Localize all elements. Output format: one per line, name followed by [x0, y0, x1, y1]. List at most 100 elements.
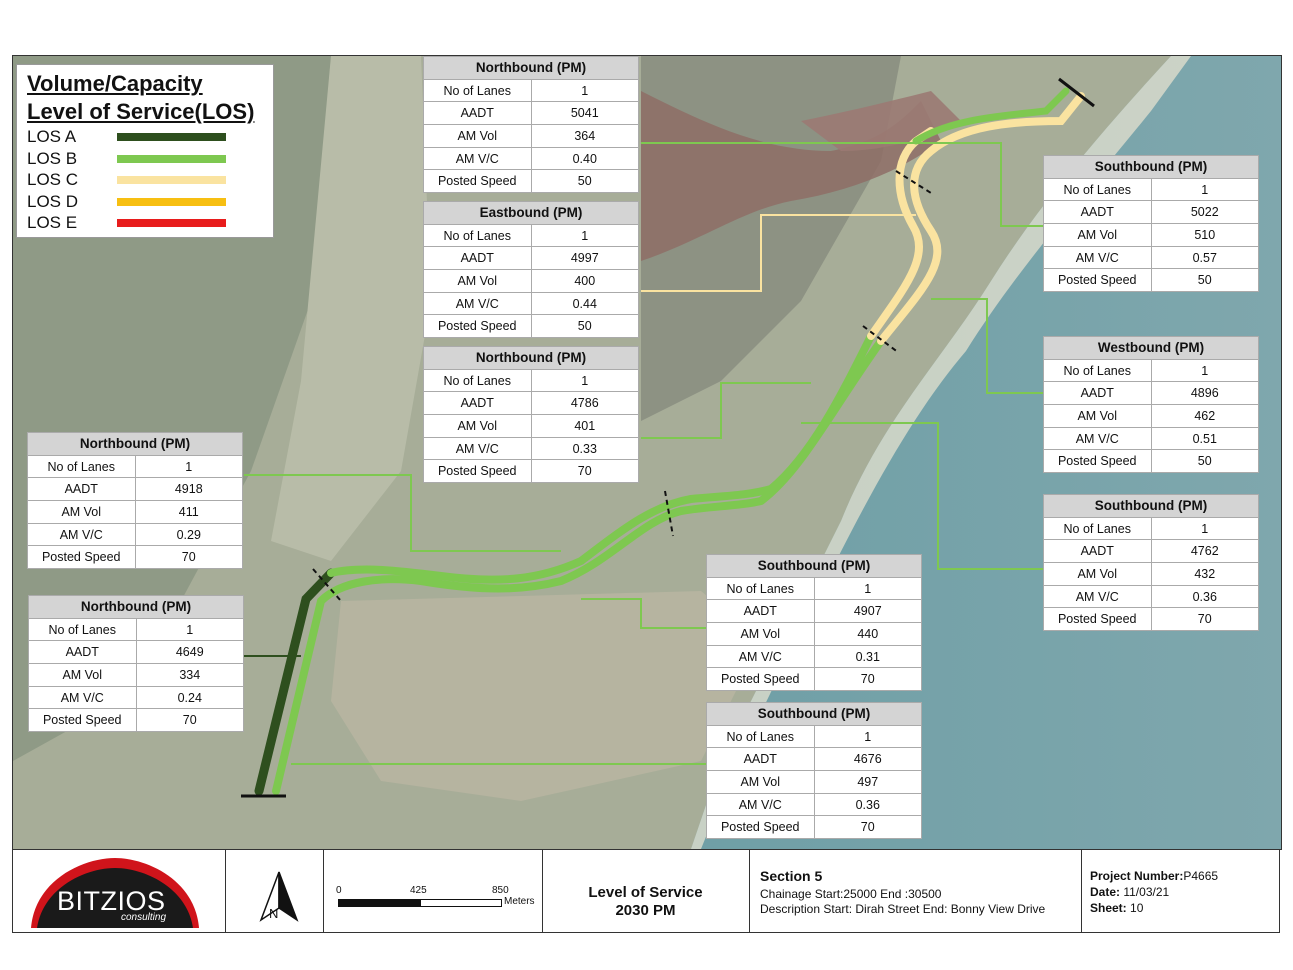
description-text: Description Start: Dirah Street End: Bon…	[760, 902, 1046, 916]
label-speed: Posted Speed	[423, 169, 532, 194]
chainage-marker	[895, 170, 932, 194]
value-aadt: 4907	[813, 599, 922, 624]
date-label: Date:	[1090, 885, 1121, 899]
label-vol: AM Vol	[1043, 223, 1152, 247]
value-speed: 70	[135, 708, 244, 733]
scale-bar-dark	[338, 899, 422, 907]
label-vc: AM V/C	[27, 522, 136, 547]
leader-line	[581, 598, 707, 629]
value-lanes: 1	[1150, 177, 1259, 202]
route-los-c-inner[interactable]	[867, 127, 935, 340]
value-aadt: 4896	[1150, 381, 1259, 406]
section-start-marker	[1058, 77, 1095, 108]
section-label: Section 5	[760, 868, 823, 884]
value-vc: 0.44	[530, 291, 639, 316]
value-vol: 334	[135, 663, 244, 687]
label-vol: AM Vol	[1043, 562, 1152, 586]
value-vol: 497	[813, 770, 922, 794]
value-speed: 50	[1150, 268, 1259, 293]
value-speed: 70	[530, 459, 639, 484]
label-lanes: No of Lanes	[1043, 516, 1152, 541]
sheet-label: Sheet:	[1090, 901, 1127, 915]
label-aadt: AADT	[706, 599, 815, 624]
label-speed: Posted Speed	[1043, 607, 1152, 632]
value-lanes: 1	[530, 223, 639, 248]
value-vc: 0.24	[135, 685, 244, 710]
project-info-cell: Project Number:P4665 Date: 11/03/21 Shee…	[1081, 850, 1279, 932]
logo-cell: BITZIOS consulting	[13, 850, 226, 932]
label-lanes: No of Lanes	[423, 223, 532, 248]
leader-line	[801, 422, 1044, 570]
scale-unit: Meters	[504, 896, 535, 907]
label-vc: AM V/C	[423, 436, 532, 461]
label-vol: AM Vol	[1043, 404, 1152, 428]
route-los-a[interactable]	[254, 568, 336, 796]
chainage-marker	[312, 568, 342, 602]
label-aadt: AADT	[1043, 539, 1152, 564]
value-aadt: 4676	[813, 747, 922, 772]
label-vol: AM Vol	[706, 622, 815, 646]
logo-text: BITZIOS	[57, 886, 166, 916]
label-vc: AM V/C	[706, 644, 815, 669]
value-speed: 70	[813, 667, 922, 692]
table-title: Northbound (PM)	[423, 56, 639, 80]
table-title: Northbound (PM)	[27, 432, 243, 456]
logo-subtext: consulting	[121, 912, 167, 923]
label-aadt: AADT	[1043, 200, 1152, 225]
leader-line	[641, 142, 1044, 227]
project-number-label: Project Number:	[1090, 869, 1184, 883]
table-title: Southbound (PM)	[706, 702, 922, 726]
label-vc: AM V/C	[706, 792, 815, 817]
legend-label-los-b: LOS B	[27, 149, 78, 168]
value-lanes: 1	[530, 78, 639, 103]
value-aadt: 5041	[530, 101, 639, 126]
value-aadt: 4918	[134, 477, 243, 502]
legend-swatch-los-c	[117, 176, 226, 184]
bitzios-logo-icon	[31, 858, 199, 928]
label-speed: Posted Speed	[706, 815, 815, 840]
label-vol: AM Vol	[423, 414, 532, 438]
legend-title: Volume/Capacity	[27, 71, 203, 96]
table-title: Southbound (PM)	[706, 554, 922, 578]
scale-bar-light	[420, 899, 502, 907]
north-arrow-cell: N	[225, 850, 324, 932]
value-vc: 0.36	[1150, 584, 1259, 609]
label-speed: Posted Speed	[1043, 268, 1152, 293]
table-title: Northbound (PM)	[28, 595, 244, 619]
value-aadt: 4762	[1150, 539, 1259, 564]
value-vol: 462	[1150, 404, 1259, 428]
value-lanes: 1	[135, 617, 244, 642]
value-speed: 70	[134, 545, 243, 570]
label-speed: Posted Speed	[706, 667, 815, 692]
value-vol: 510	[1150, 223, 1259, 247]
label-vol: AM Vol	[423, 269, 532, 293]
sheet-value: 10	[1126, 901, 1144, 915]
value-speed: 70	[1150, 607, 1259, 632]
value-speed: 70	[813, 815, 922, 840]
value-vol: 401	[530, 414, 639, 438]
value-vc: 0.57	[1150, 245, 1259, 270]
label-lanes: No of Lanes	[1043, 177, 1152, 202]
label-aadt: AADT	[706, 747, 815, 772]
label-vol: AM Vol	[28, 663, 137, 687]
route-los-b-north[interactable]	[327, 332, 875, 584]
label-lanes: No of Lanes	[706, 576, 815, 601]
legend-label-los-c: LOS C	[27, 170, 79, 189]
value-lanes: 1	[1150, 358, 1259, 383]
label-speed: Posted Speed	[28, 708, 137, 733]
legend-subtitle: Level of Service(LOS)	[27, 99, 255, 124]
value-vol: 440	[813, 622, 922, 646]
route-los-b-northern[interactable]	[912, 87, 1070, 145]
leader-line	[641, 214, 916, 292]
label-vol: AM Vol	[27, 500, 136, 524]
value-vc: 0.40	[530, 146, 639, 171]
label-lanes: No of Lanes	[1043, 358, 1152, 383]
label-lanes: No of Lanes	[706, 724, 815, 749]
value-lanes: 1	[530, 368, 639, 393]
label-aadt: AADT	[1043, 381, 1152, 406]
value-vol: 364	[530, 124, 639, 148]
